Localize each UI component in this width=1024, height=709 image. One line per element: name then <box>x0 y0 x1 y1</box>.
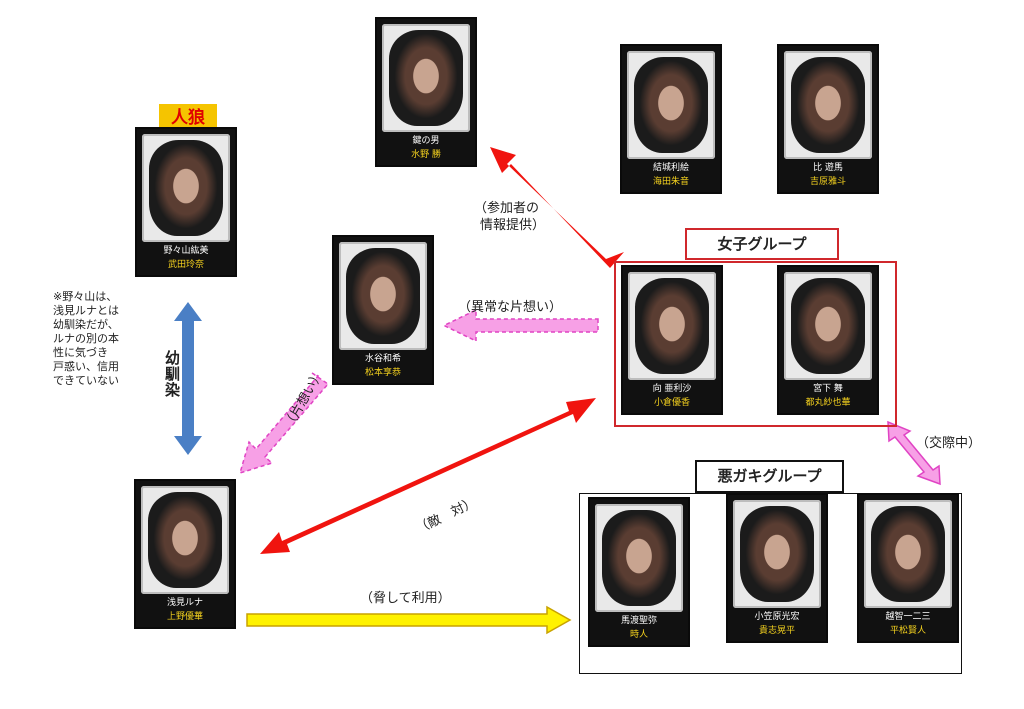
portrait-mukai <box>635 278 709 374</box>
note-nonoyama: ※野々山は、 浅見ルナとは 幼馴染だが、 ルナの別の本 性に気づき 戸惑い、信用… <box>53 290 119 387</box>
label-info: （参加者の 情報提供） <box>474 201 546 233</box>
label-dating: （交際中） <box>916 436 982 451</box>
actor-name: 時人 <box>629 630 648 640</box>
actor-name: 平松賢人 <box>889 626 926 636</box>
card-mukai: 向 亜利沙 小倉優香 <box>621 265 723 415</box>
actor-name: 武田玲奈 <box>167 260 204 270</box>
card-miyashita: 宮下 舞 都丸紗也華 <box>777 265 879 415</box>
arrow-abnormal-love <box>442 308 599 343</box>
role-name: 野々山紘美 <box>163 246 209 256</box>
arrow-enemies <box>260 398 596 554</box>
role-name: 結城利絵 <box>652 163 689 173</box>
actor-name: 吉原雅斗 <box>809 177 846 187</box>
actor-name: 上野優華 <box>166 612 203 622</box>
actor-name: 水野 勝 <box>411 150 441 160</box>
bad-boys-group-title: 悪ガキグループ <box>695 460 844 493</box>
portrait-kagi <box>389 30 463 126</box>
role-name: 向 亜利沙 <box>652 384 692 394</box>
role-name: 浅見ルナ <box>166 598 203 608</box>
role-name: 水谷和希 <box>364 354 401 364</box>
actor-name: 海田朱音 <box>652 177 689 187</box>
role-name: 宮下 舞 <box>813 384 843 394</box>
card-nonoyama: 野々山紘美 武田玲奈 <box>135 127 237 277</box>
portrait-mizutani <box>346 248 420 344</box>
role-name: 鍵の男 <box>412 136 440 146</box>
actor-name: 小倉優香 <box>653 398 690 408</box>
role-name: 比 遊馬 <box>813 163 843 173</box>
portrait-asami <box>148 492 222 588</box>
card-yuki: 結城利絵 海田朱音 <box>620 44 722 194</box>
girls-group-box <box>614 261 897 427</box>
portrait-miyashita <box>791 278 865 374</box>
girls-group-title: 女子グループ <box>685 228 839 260</box>
card-ochi: 越智一二三 平松賢人 <box>857 493 959 643</box>
portrait-mawatari <box>602 510 676 606</box>
card-hiyuma: 比 遊馬 吉原雅斗 <box>777 44 879 194</box>
arrow-childhood-friends <box>174 302 202 455</box>
portrait-nonoyama <box>149 140 223 236</box>
card-mizutani: 水谷和希 松本享恭 <box>332 235 434 385</box>
arrow-threat <box>246 605 572 635</box>
portrait-ogasawara <box>740 506 814 602</box>
actor-name: 貴志晃平 <box>758 626 795 636</box>
label-abnormal-love: （異常な片想い） <box>458 300 563 315</box>
card-mawatari: 馬渡聖弥 時人 <box>588 497 690 647</box>
label-childhood-friends: 幼馴染 <box>163 350 181 398</box>
portrait-ochi <box>871 506 945 602</box>
card-ogasawara: 小笠原光宏 貴志晃平 <box>726 493 828 643</box>
portrait-hiyuma <box>791 57 865 153</box>
arrow-info-to-keyman <box>490 147 624 268</box>
arrow-unrequited-love <box>238 372 330 475</box>
arrow-dating <box>887 420 941 486</box>
portrait-yuki <box>634 57 708 153</box>
role-name: 越智一二三 <box>885 612 931 622</box>
role-name: 小笠原光宏 <box>754 612 800 622</box>
label-threat: （脅して利用） <box>360 591 451 606</box>
card-asami: 浅見ルナ 上野優華 <box>134 479 236 629</box>
actor-name: 都丸紗也華 <box>805 398 851 408</box>
card-kagi: 鍵の男 水野 勝 <box>375 17 477 167</box>
actor-name: 松本享恭 <box>364 368 401 378</box>
role-name: 馬渡聖弥 <box>620 616 657 626</box>
